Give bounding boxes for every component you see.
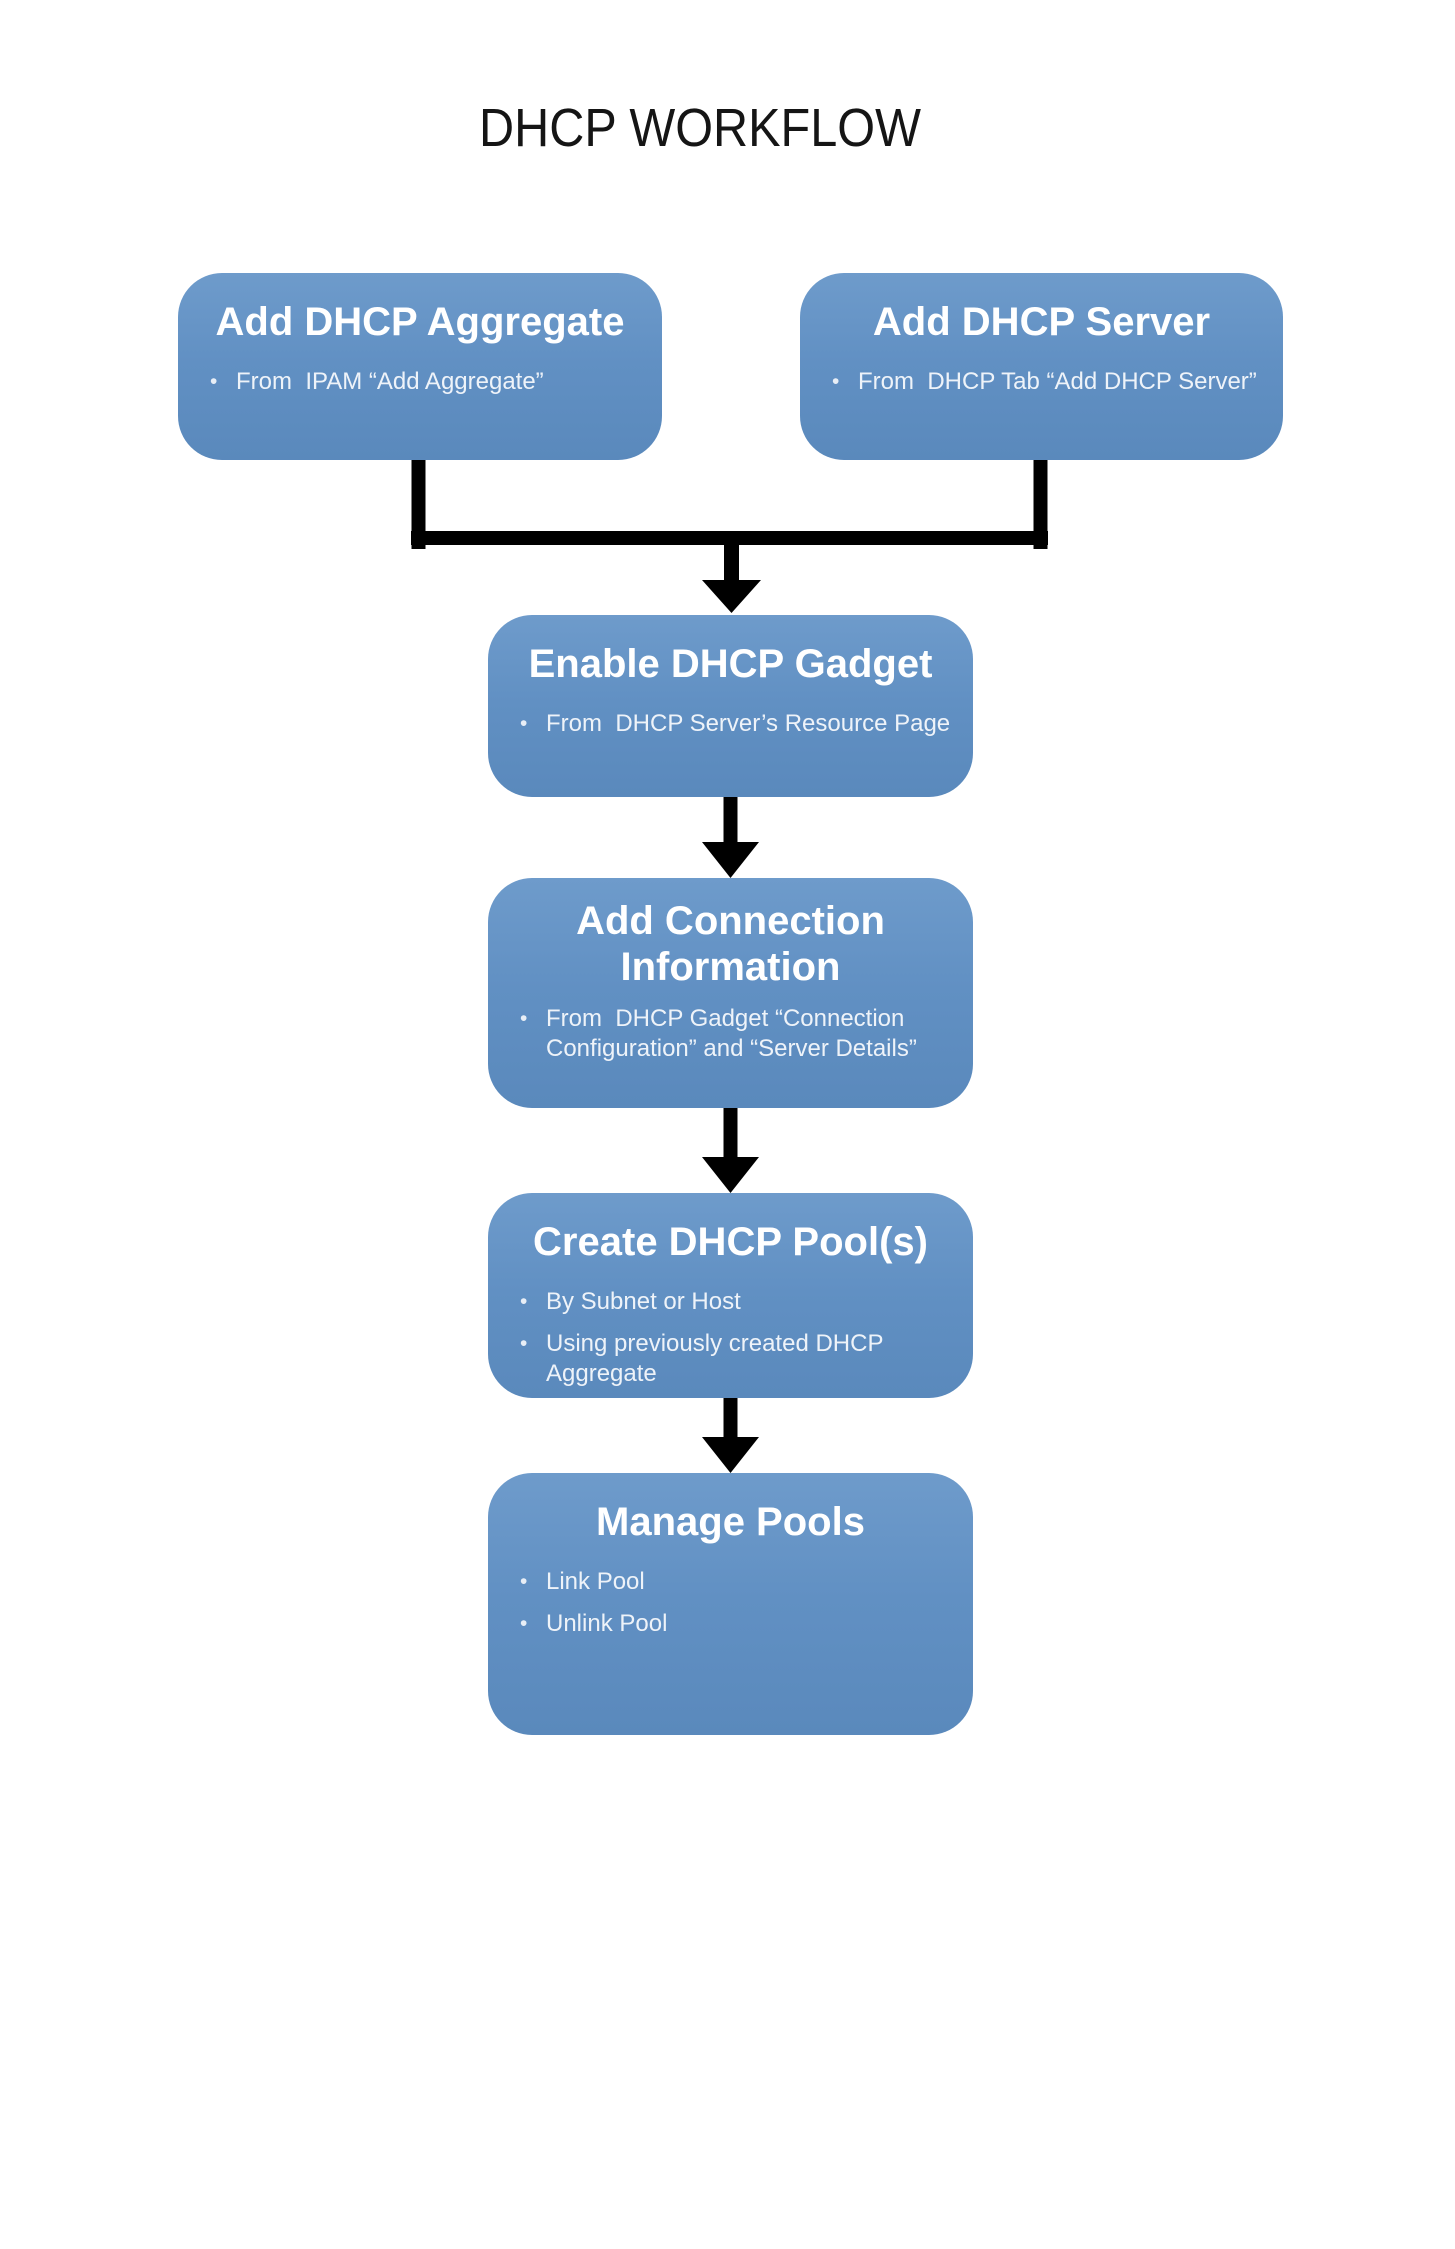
bullet-text: Unlink Pool: [546, 1610, 668, 1637]
bullet-text: By Subnet or Host: [546, 1288, 741, 1315]
box-title: Add DHCP Aggregate: [215, 300, 625, 344]
box-title: Manage Pools: [596, 1500, 865, 1544]
flow-box-enable-dhcp-gadget: Enable DHCP Gadget • From DHCP Server’s …: [488, 615, 973, 797]
bullet-item: • By Subnet or Host: [520, 1287, 951, 1317]
bullet-dot-icon: •: [210, 370, 218, 393]
bullet-text: From DHCP Tab “Add DHCP Server”: [858, 368, 1257, 395]
flow-box-add-connection-information: Add Connection Information • From DHCP G…: [488, 878, 973, 1108]
bullet-item: • Unlink Pool: [520, 1609, 951, 1639]
bullet-list: • From DHCP Tab “Add DHCP Server”: [800, 367, 1283, 397]
bullet-text: From DHCP Server’s Resource Page: [546, 710, 951, 737]
flow-box-create-dhcp-pools: Create DHCP Pool(s) • By Subnet or Host …: [488, 1193, 973, 1398]
bullet-item: • From IPAM “Add Aggregate”: [210, 367, 640, 397]
bullet-item: • Link Pool: [520, 1567, 951, 1597]
box-title: Enable DHCP Gadget: [528, 642, 933, 686]
bullet-dot-icon: •: [520, 1570, 528, 1593]
flow-arrow-down: [702, 1108, 759, 1193]
bullet-list: • From DHCP Gadget “Connection Configura…: [488, 1004, 973, 1064]
bullet-dot-icon: •: [520, 1612, 528, 1635]
box-title: Create DHCP Pool(s): [533, 1220, 928, 1264]
flow-arrow-down: [702, 797, 759, 878]
bullet-text: Using previously created DHCP Aggregate: [546, 1330, 889, 1387]
bullet-text: From DHCP Gadget “Connection Configurati…: [546, 1005, 917, 1062]
bullet-text: From IPAM “Add Aggregate”: [236, 368, 544, 395]
bullet-dot-icon: •: [520, 1290, 528, 1313]
bullet-dot-icon: •: [520, 712, 528, 735]
bullet-item: • From DHCP Server’s Resource Page: [520, 709, 951, 739]
bullet-item: • From DHCP Gadget “Connection Configura…: [520, 1004, 951, 1064]
flow-box-add-dhcp-server: Add DHCP Server • From DHCP Tab “Add DHC…: [800, 273, 1283, 460]
bullet-item: • Using previously created DHCP Aggregat…: [520, 1329, 951, 1389]
bullet-list: • From IPAM “Add Aggregate”: [178, 367, 662, 397]
bullet-text: Link Pool: [546, 1568, 645, 1595]
page-title: DHCP WORKFLOW: [479, 98, 921, 158]
bullet-dot-icon: •: [520, 1007, 528, 1030]
box-title: Add Connection Information: [576, 899, 885, 989]
bullet-dot-icon: •: [520, 1332, 528, 1355]
flow-box-add-dhcp-aggregate: Add DHCP Aggregate • From IPAM “Add Aggr…: [178, 273, 662, 460]
flow-box-manage-pools: Manage Pools • Link Pool • Unlink Pool: [488, 1473, 973, 1735]
flow-arrow-down: [702, 1398, 759, 1473]
bullet-item: • From DHCP Tab “Add DHCP Server”: [832, 367, 1261, 397]
box-title: Add DHCP Server: [872, 300, 1211, 344]
merge-connector-arrow: [411, 460, 1048, 613]
bullet-dot-icon: •: [832, 370, 840, 393]
bullet-list: • Link Pool • Unlink Pool: [488, 1567, 973, 1639]
bullet-list: • By Subnet or Host • Using previously c…: [488, 1287, 973, 1389]
bullet-list: • From DHCP Server’s Resource Page: [488, 709, 973, 739]
